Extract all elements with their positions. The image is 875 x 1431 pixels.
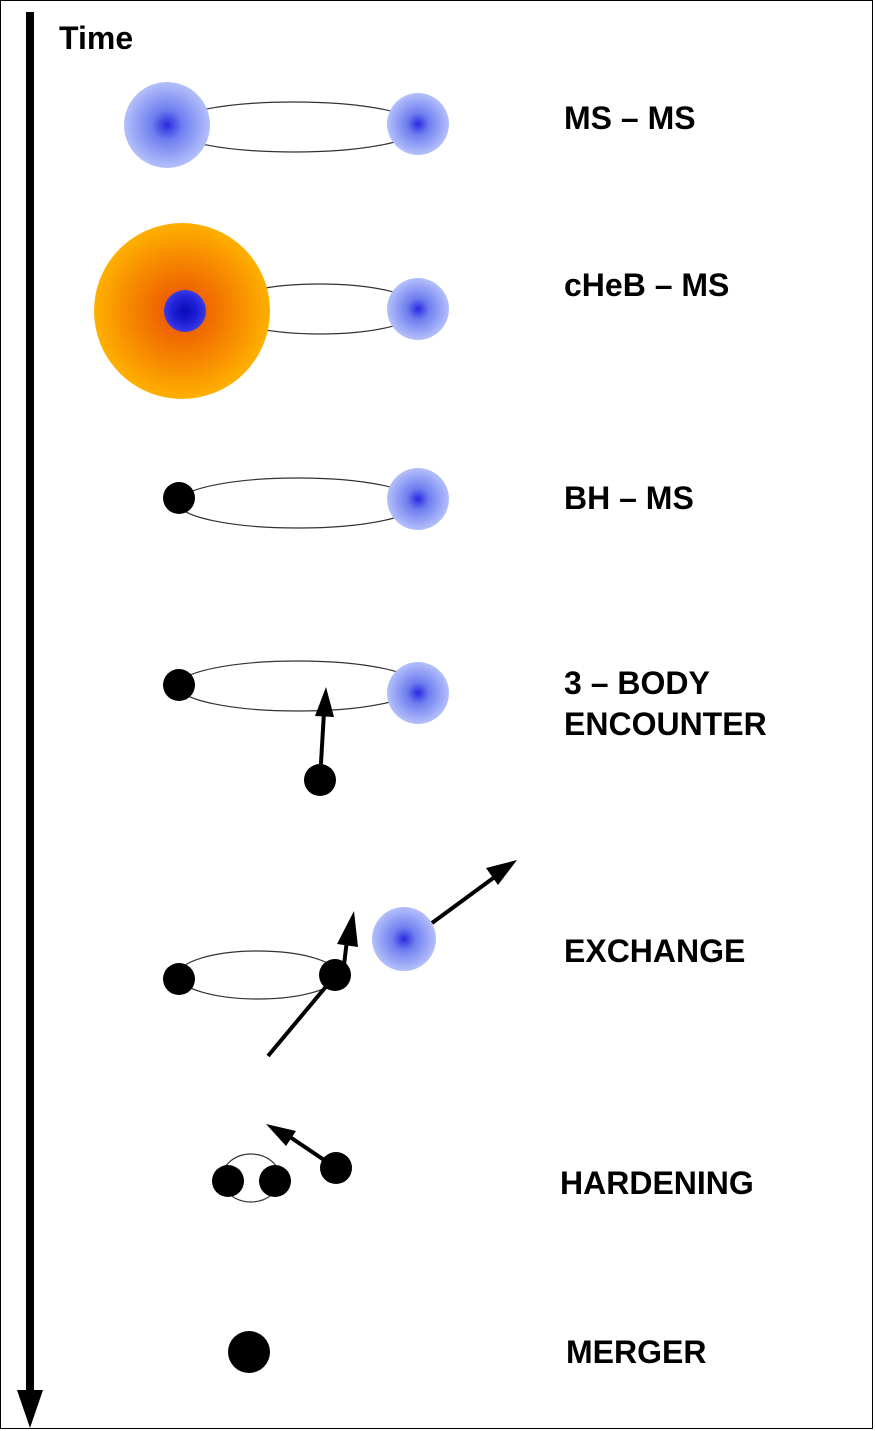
stage-label-bh-ms: BH – MS [564, 480, 694, 516]
orbit-ellipse [177, 477, 419, 529]
stage-label-cheb-ms: cHeB – MS [564, 267, 729, 303]
stage-merger: MERGER [228, 1331, 706, 1373]
stage-label-three-body-line2: ENCOUNTER [564, 706, 767, 742]
stage-bh-ms: BH – MS [163, 468, 694, 530]
captured-black-hole [319, 959, 351, 991]
orbit-ellipse [177, 660, 419, 712]
main-sequence-star [387, 662, 449, 724]
ejection-arrow-line [430, 874, 498, 925]
black-hole [163, 669, 195, 701]
stage-exchange: EXCHANGE [163, 860, 745, 1058]
incoming-black-hole [304, 764, 336, 796]
stellar-core [164, 290, 206, 332]
black-hole [163, 482, 195, 514]
time-axis-label: Time [59, 20, 133, 56]
stage-label-merger: MERGER [566, 1334, 706, 1370]
black-hole [259, 1165, 291, 1197]
black-hole [163, 963, 195, 995]
main-sequence-star [124, 82, 210, 168]
main-sequence-star [387, 468, 449, 530]
stage-three-body-encounter: 3 – BODY ENCOUNTER [163, 660, 767, 796]
trajectory-arrowhead [315, 687, 334, 717]
trajectory-arrowhead [266, 1124, 296, 1146]
stage-label-three-body-line1: 3 – BODY [564, 665, 710, 701]
time-axis: Time [17, 12, 133, 1428]
perturber-black-hole [320, 1152, 352, 1184]
stage-label-hardening: HARDENING [560, 1165, 754, 1201]
black-hole [212, 1165, 244, 1197]
stage-label-exchange: EXCHANGE [564, 933, 745, 969]
stage-label-ms-ms: MS – MS [564, 100, 696, 136]
ejection-arrowhead [486, 860, 517, 885]
stage-cheb-ms: cHeB – MS [94, 223, 729, 399]
time-axis-arrowhead [17, 1390, 43, 1428]
main-sequence-star [387, 278, 449, 340]
orbit-ellipse [177, 950, 339, 1000]
stage-hardening: HARDENING [212, 1124, 754, 1203]
ejected-main-sequence-star [372, 907, 436, 971]
main-sequence-star [387, 93, 449, 155]
stage-ms-ms: MS – MS [124, 82, 696, 168]
merged-black-hole [228, 1331, 270, 1373]
trajectory-arrowhead [337, 911, 358, 947]
